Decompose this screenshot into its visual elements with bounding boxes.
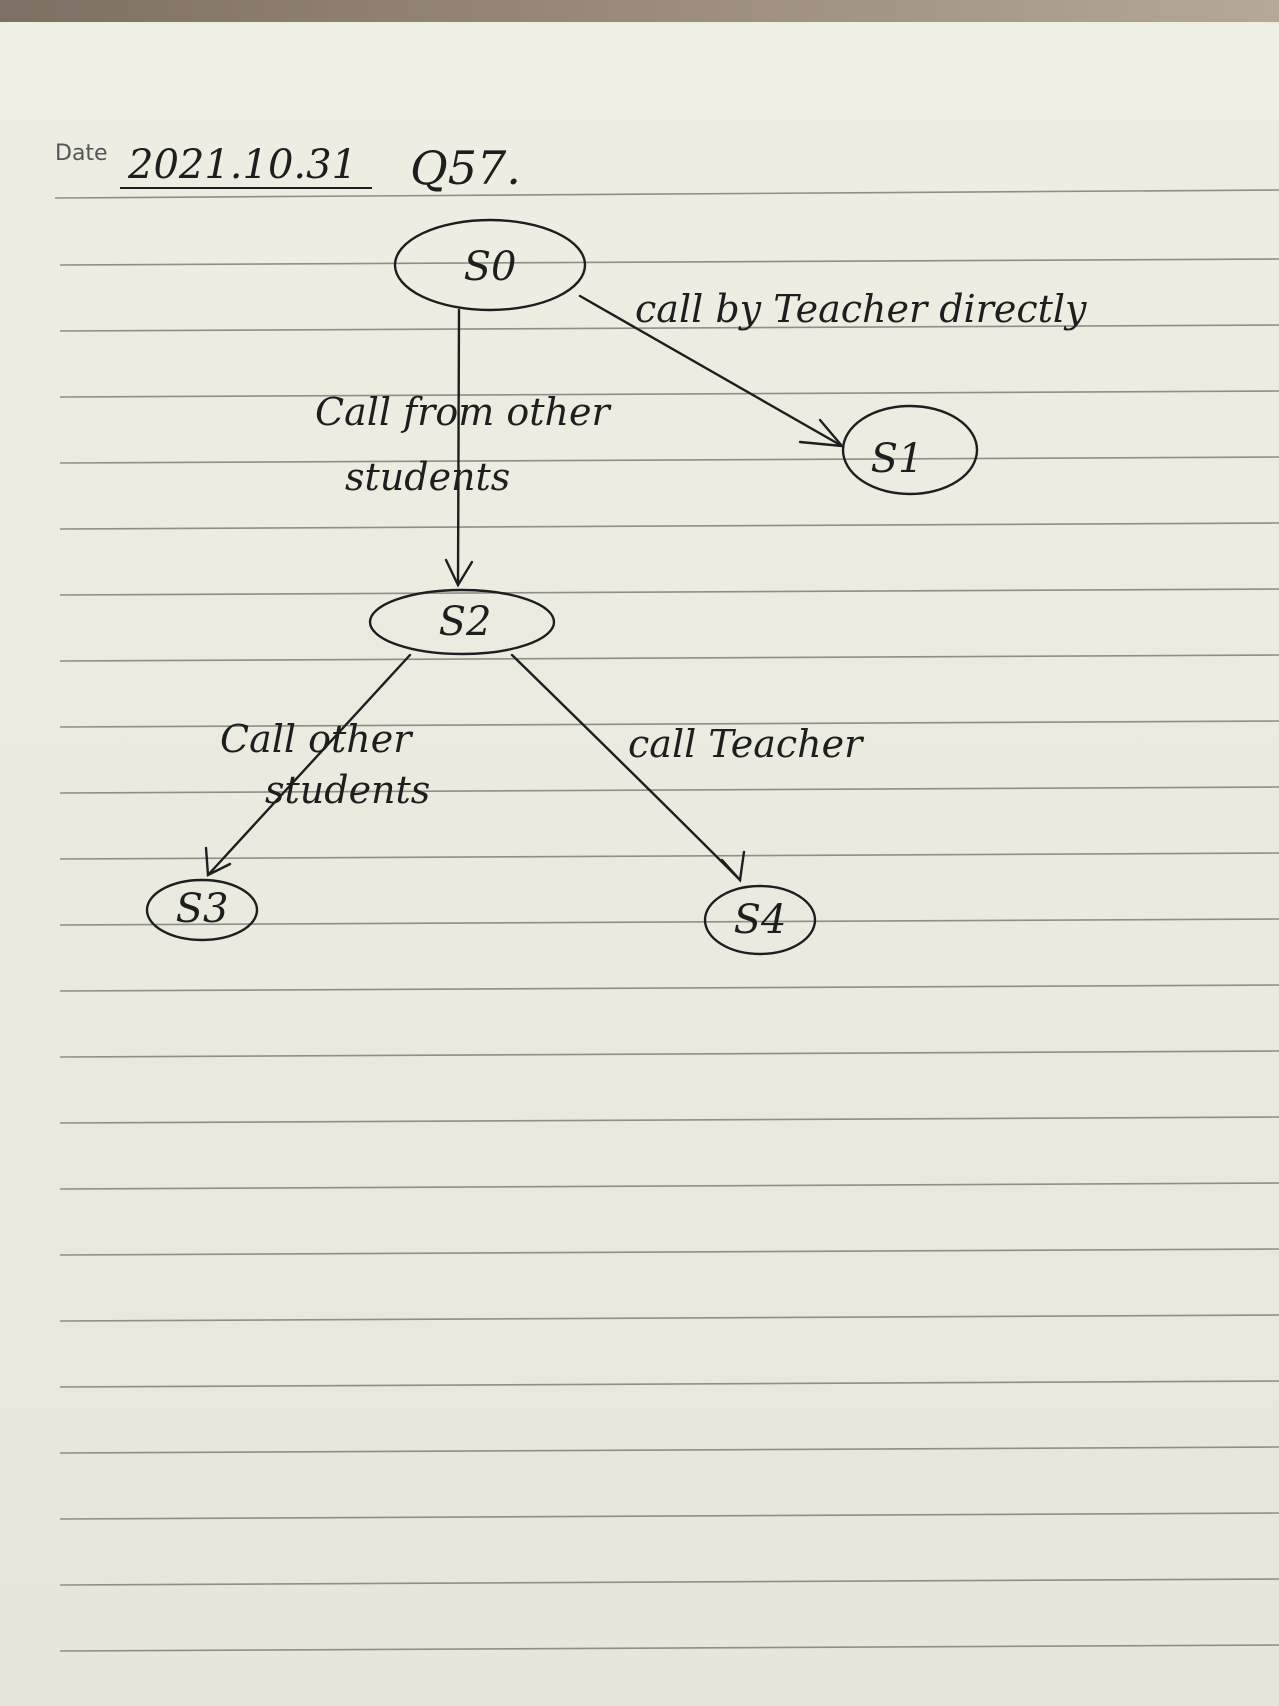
ruled-line — [59, 324, 1279, 332]
ruled-line — [59, 654, 1279, 662]
ruled-line — [59, 390, 1279, 398]
ruled-line — [59, 456, 1279, 464]
edge-s2-s4 — [510, 653, 742, 882]
ruled-line — [59, 1512, 1279, 1520]
edge-label-s0-s2-line1: Call from other — [315, 390, 612, 434]
edge-label-s2-s4: call Teacher — [628, 722, 865, 766]
date-value: 2021.10.31 — [127, 142, 357, 188]
node-s1-label: S1 — [871, 436, 924, 482]
arrowhead-s0-s2 — [444, 558, 474, 588]
node-s4-label: S4 — [734, 897, 787, 943]
edge-label-s0-s1: call by Teacher directly — [635, 287, 1087, 331]
arrowhead-s2-s3 — [204, 846, 232, 877]
ruled-line — [59, 852, 1279, 860]
ruled-line — [59, 1446, 1279, 1454]
node-s1-outline — [841, 404, 979, 496]
edge-s2-s3 — [206, 653, 412, 877]
ruled-lines — [54, 189, 1279, 1652]
table-edge — [0, 0, 1279, 22]
ruled-line — [59, 1578, 1279, 1586]
edge-label-s0-s2-line2: students — [345, 455, 510, 499]
edge-s0-s1 — [578, 294, 844, 448]
ruled-line — [59, 720, 1279, 728]
node-s0-label: S0 — [464, 244, 517, 290]
ruled-line — [59, 1314, 1279, 1322]
ruled-line — [59, 918, 1279, 926]
ruled-line — [59, 522, 1279, 530]
ruled-line — [59, 786, 1279, 794]
node-s2-label: S2 — [439, 599, 492, 645]
ruled-line — [59, 258, 1279, 266]
node-s3-label: S3 — [176, 886, 229, 932]
node-s4-outline — [703, 884, 817, 956]
node-s2-outline — [368, 588, 556, 656]
ruled-line — [59, 1380, 1279, 1388]
ruled-line — [59, 1050, 1279, 1058]
ruled-line — [59, 984, 1279, 992]
ruled-line — [59, 1182, 1279, 1190]
ruled-line — [59, 588, 1279, 596]
edge-label-s2-s3-line1: Call other — [220, 717, 414, 761]
arrowhead-s0-s1 — [798, 418, 845, 448]
node-s3-outline — [145, 878, 259, 942]
ruled-line — [59, 1248, 1279, 1256]
header-rule — [54, 189, 1279, 199]
ruled-line — [59, 1644, 1279, 1652]
question-number: Q57. — [410, 141, 521, 195]
date-label: Date — [55, 141, 108, 166]
node-s0-outline — [393, 218, 587, 312]
edge-s0-s2 — [456, 308, 461, 587]
ruled-line — [59, 1116, 1279, 1124]
arrowhead-s2-s4 — [720, 850, 746, 883]
edge-label-s2-s3-line2: students — [265, 768, 430, 812]
